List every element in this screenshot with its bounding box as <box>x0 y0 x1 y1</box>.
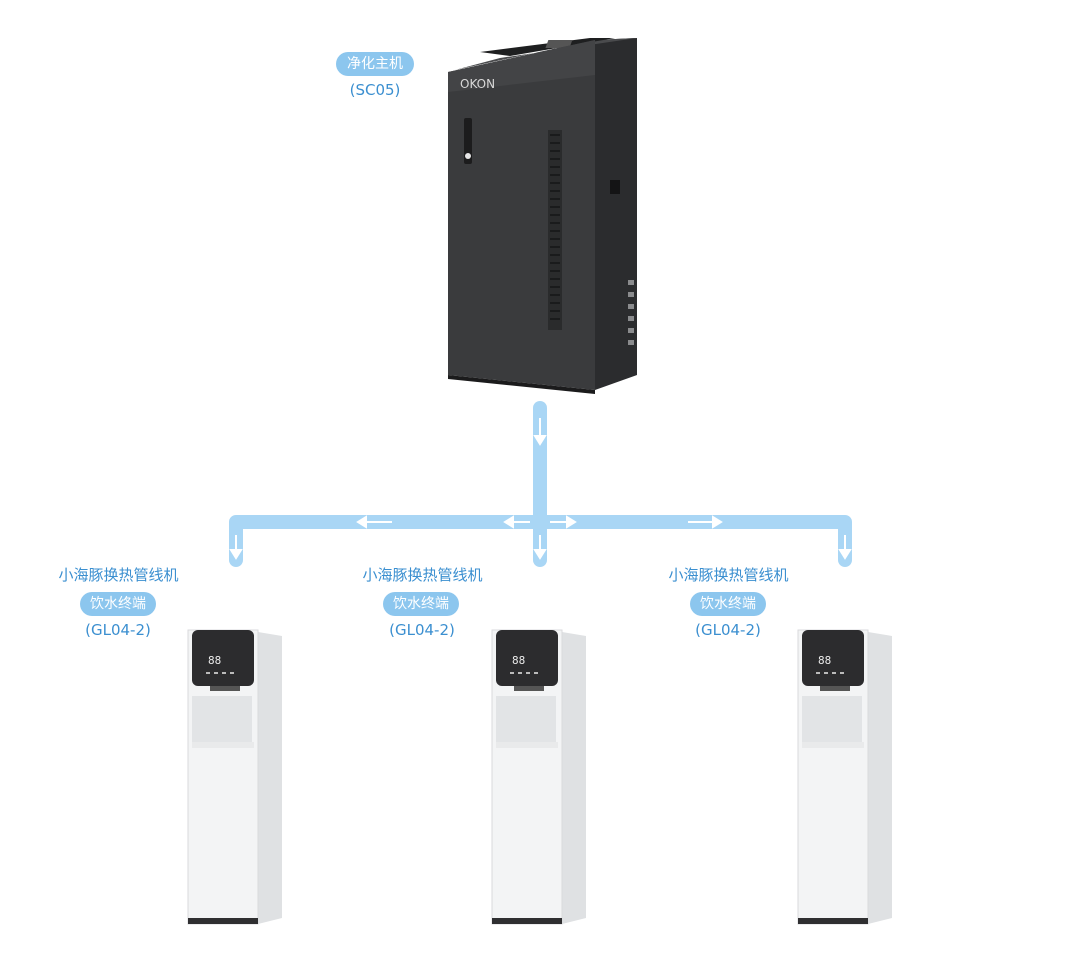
terminal-2-type-pill: 饮水终端 <box>383 592 459 616</box>
terminal-1-type-pill: 饮水终端 <box>80 592 156 616</box>
main-unit-logo: OKON <box>460 77 495 91</box>
terminal-2-title: 小海豚换热管线机 <box>362 566 483 584</box>
flow-arrow-left-icon <box>356 515 392 529</box>
flow-arrow-down-icon <box>838 535 852 560</box>
terminal-2-dispenser: 88 <box>491 629 586 925</box>
terminal-3-display: 88 <box>818 654 831 667</box>
terminal-1-display: 88 <box>208 654 221 667</box>
flow-arrow-left-icon <box>503 515 530 529</box>
terminal-2-model: (GL04-2) <box>389 621 455 639</box>
main-unit-cabinet: OKON <box>448 38 637 394</box>
terminal-1-model: (GL04-2) <box>85 621 151 639</box>
flow-arrow-down-icon <box>533 535 547 560</box>
terminal-1-title: 小海豚换热管线机 <box>58 566 179 584</box>
flow-arrow-down-icon <box>533 418 547 446</box>
terminal-3-dispenser: 88 <box>797 629 892 925</box>
terminal-3-type-pill: 饮水终端 <box>690 592 766 616</box>
flow-arrow-right-icon <box>688 515 723 529</box>
terminal-2-display: 88 <box>512 654 525 667</box>
flow-arrow-down-icon <box>229 535 243 560</box>
terminal-1-dispenser: 88 <box>187 629 282 925</box>
main-unit-name-pill: 净化主机 <box>336 52 414 76</box>
main-unit-model: (SC05) <box>349 81 401 99</box>
terminal-3-title: 小海豚换热管线机 <box>668 566 789 584</box>
terminal-3-model: (GL04-2) <box>695 621 761 639</box>
flow-arrow-right-icon <box>550 515 577 529</box>
